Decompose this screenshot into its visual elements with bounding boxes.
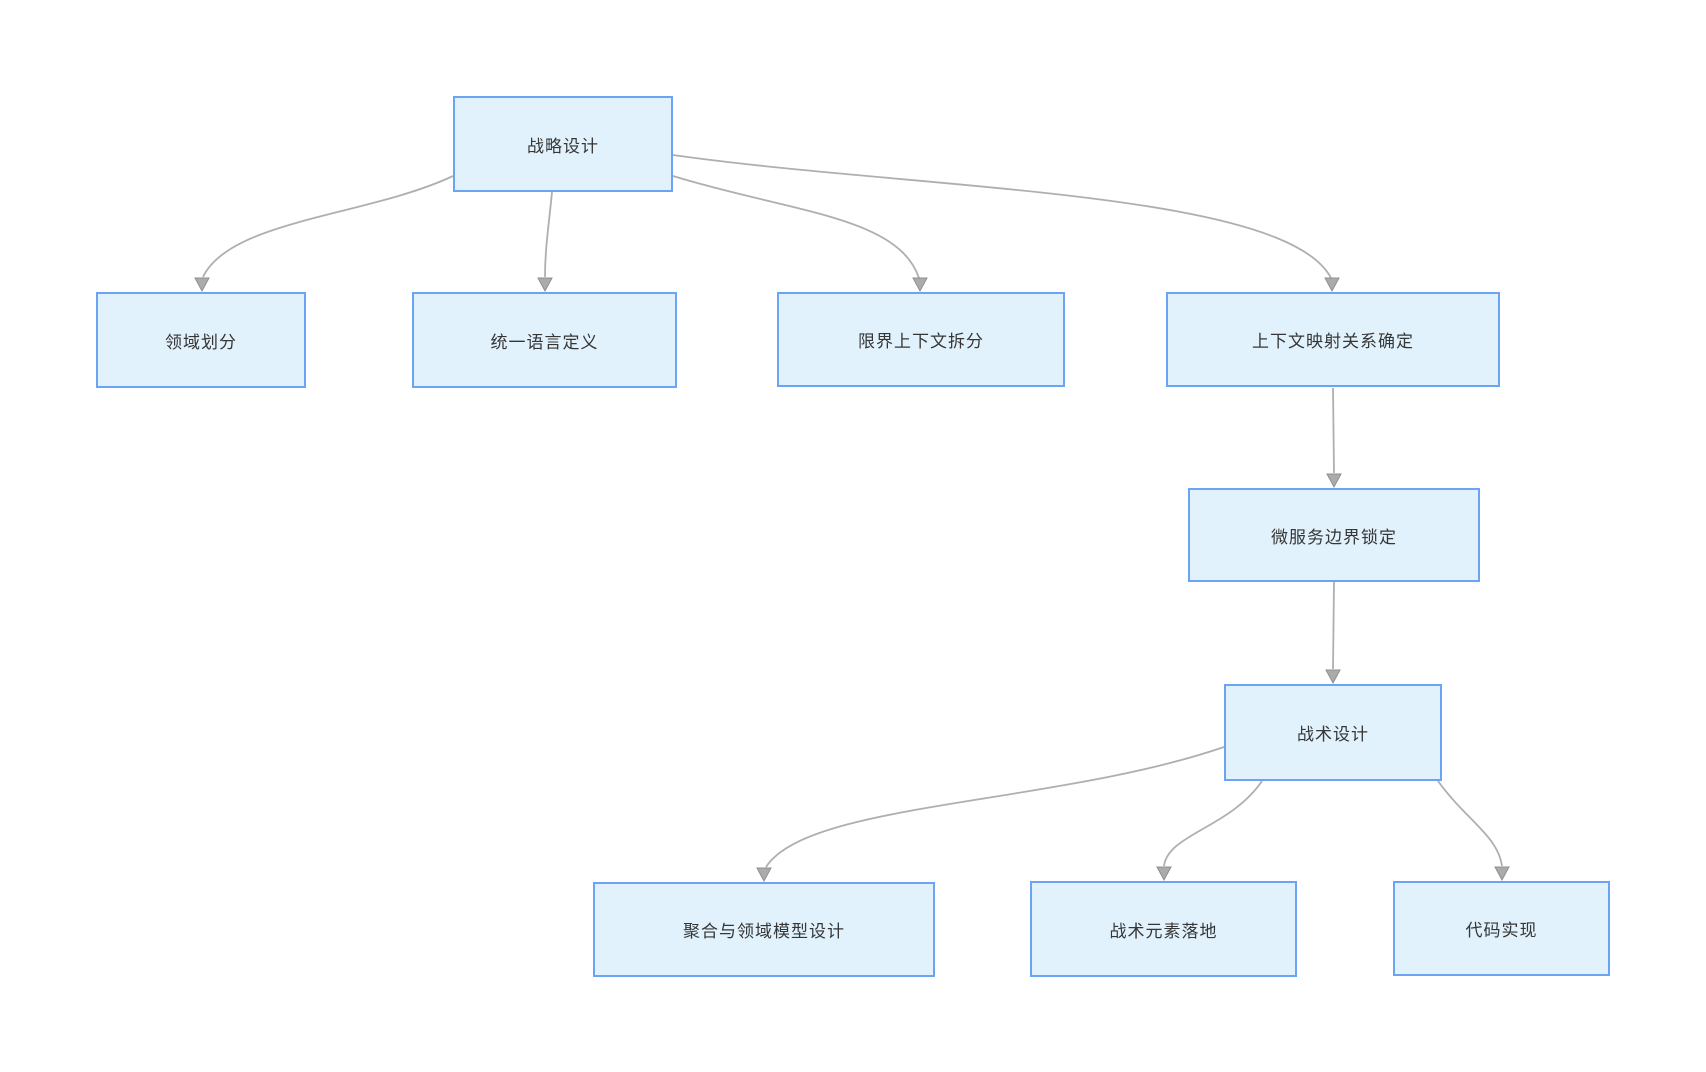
arrowhead-icon <box>1325 669 1341 685</box>
node-label: 上下文映射关系确定 <box>1252 332 1414 351</box>
node-label: 领域划分 <box>165 332 237 352</box>
arrowhead-icon <box>1156 866 1172 882</box>
node-domain-division[interactable]: 领域划分 <box>96 292 306 388</box>
arrowhead-icon <box>1494 866 1510 882</box>
arrowhead-icon <box>1326 473 1342 489</box>
node-context-mapping[interactable]: 上下文映射关系确定 <box>1166 292 1500 387</box>
node-bounded-context-split[interactable]: 限界上下文拆分 <box>777 292 1065 387</box>
node-code-implementation[interactable]: 代码实现 <box>1393 881 1610 976</box>
node-label: 战术设计 <box>1297 725 1369 744</box>
node-tactical-design[interactable]: 战术设计 <box>1224 684 1442 781</box>
edge-tactical-design-to-aggregate-domain-model <box>765 746 1225 868</box>
node-label: 战略设计 <box>527 136 599 156</box>
node-label: 战术元素落地 <box>1109 921 1218 941</box>
edge-tactical-design-to-code-implementation <box>1437 780 1503 867</box>
node-ubiquitous-language[interactable]: 统一语言定义 <box>412 292 677 388</box>
arrowhead-icon <box>1324 277 1340 293</box>
arrowhead-icon <box>756 867 772 883</box>
edge-strategic-design-to-context-mapping <box>672 154 1332 279</box>
arrowhead-icon <box>912 277 928 293</box>
node-aggregate-domain-model[interactable]: 聚合与领域模型设计 <box>593 882 935 977</box>
edge-strategic-design-to-ubiquitous-language <box>544 191 553 278</box>
node-label: 代码实现 <box>1465 921 1538 940</box>
node-label: 微服务边界锁定 <box>1271 527 1397 547</box>
node-label: 限界上下文拆分 <box>858 332 984 351</box>
node-microservice-boundary[interactable]: 微服务边界锁定 <box>1188 488 1480 582</box>
node-strategic-design[interactable]: 战略设计 <box>453 96 673 192</box>
arrowhead-icon <box>194 277 210 293</box>
edge-context-mapping-to-microservice-boundary <box>1332 387 1335 474</box>
node-tactical-elements[interactable]: 战术元素落地 <box>1030 881 1297 977</box>
edge-strategic-design-to-bounded-context-split <box>672 175 920 279</box>
arrowhead-icon <box>537 277 553 293</box>
node-label: 统一语言定义 <box>490 332 599 352</box>
edge-microservice-boundary-to-tactical-design <box>1332 581 1335 670</box>
edge-strategic-design-to-domain-division <box>202 175 454 278</box>
edge-tactical-design-to-tactical-elements <box>1163 780 1263 867</box>
node-label: 聚合与领域模型设计 <box>683 922 845 941</box>
